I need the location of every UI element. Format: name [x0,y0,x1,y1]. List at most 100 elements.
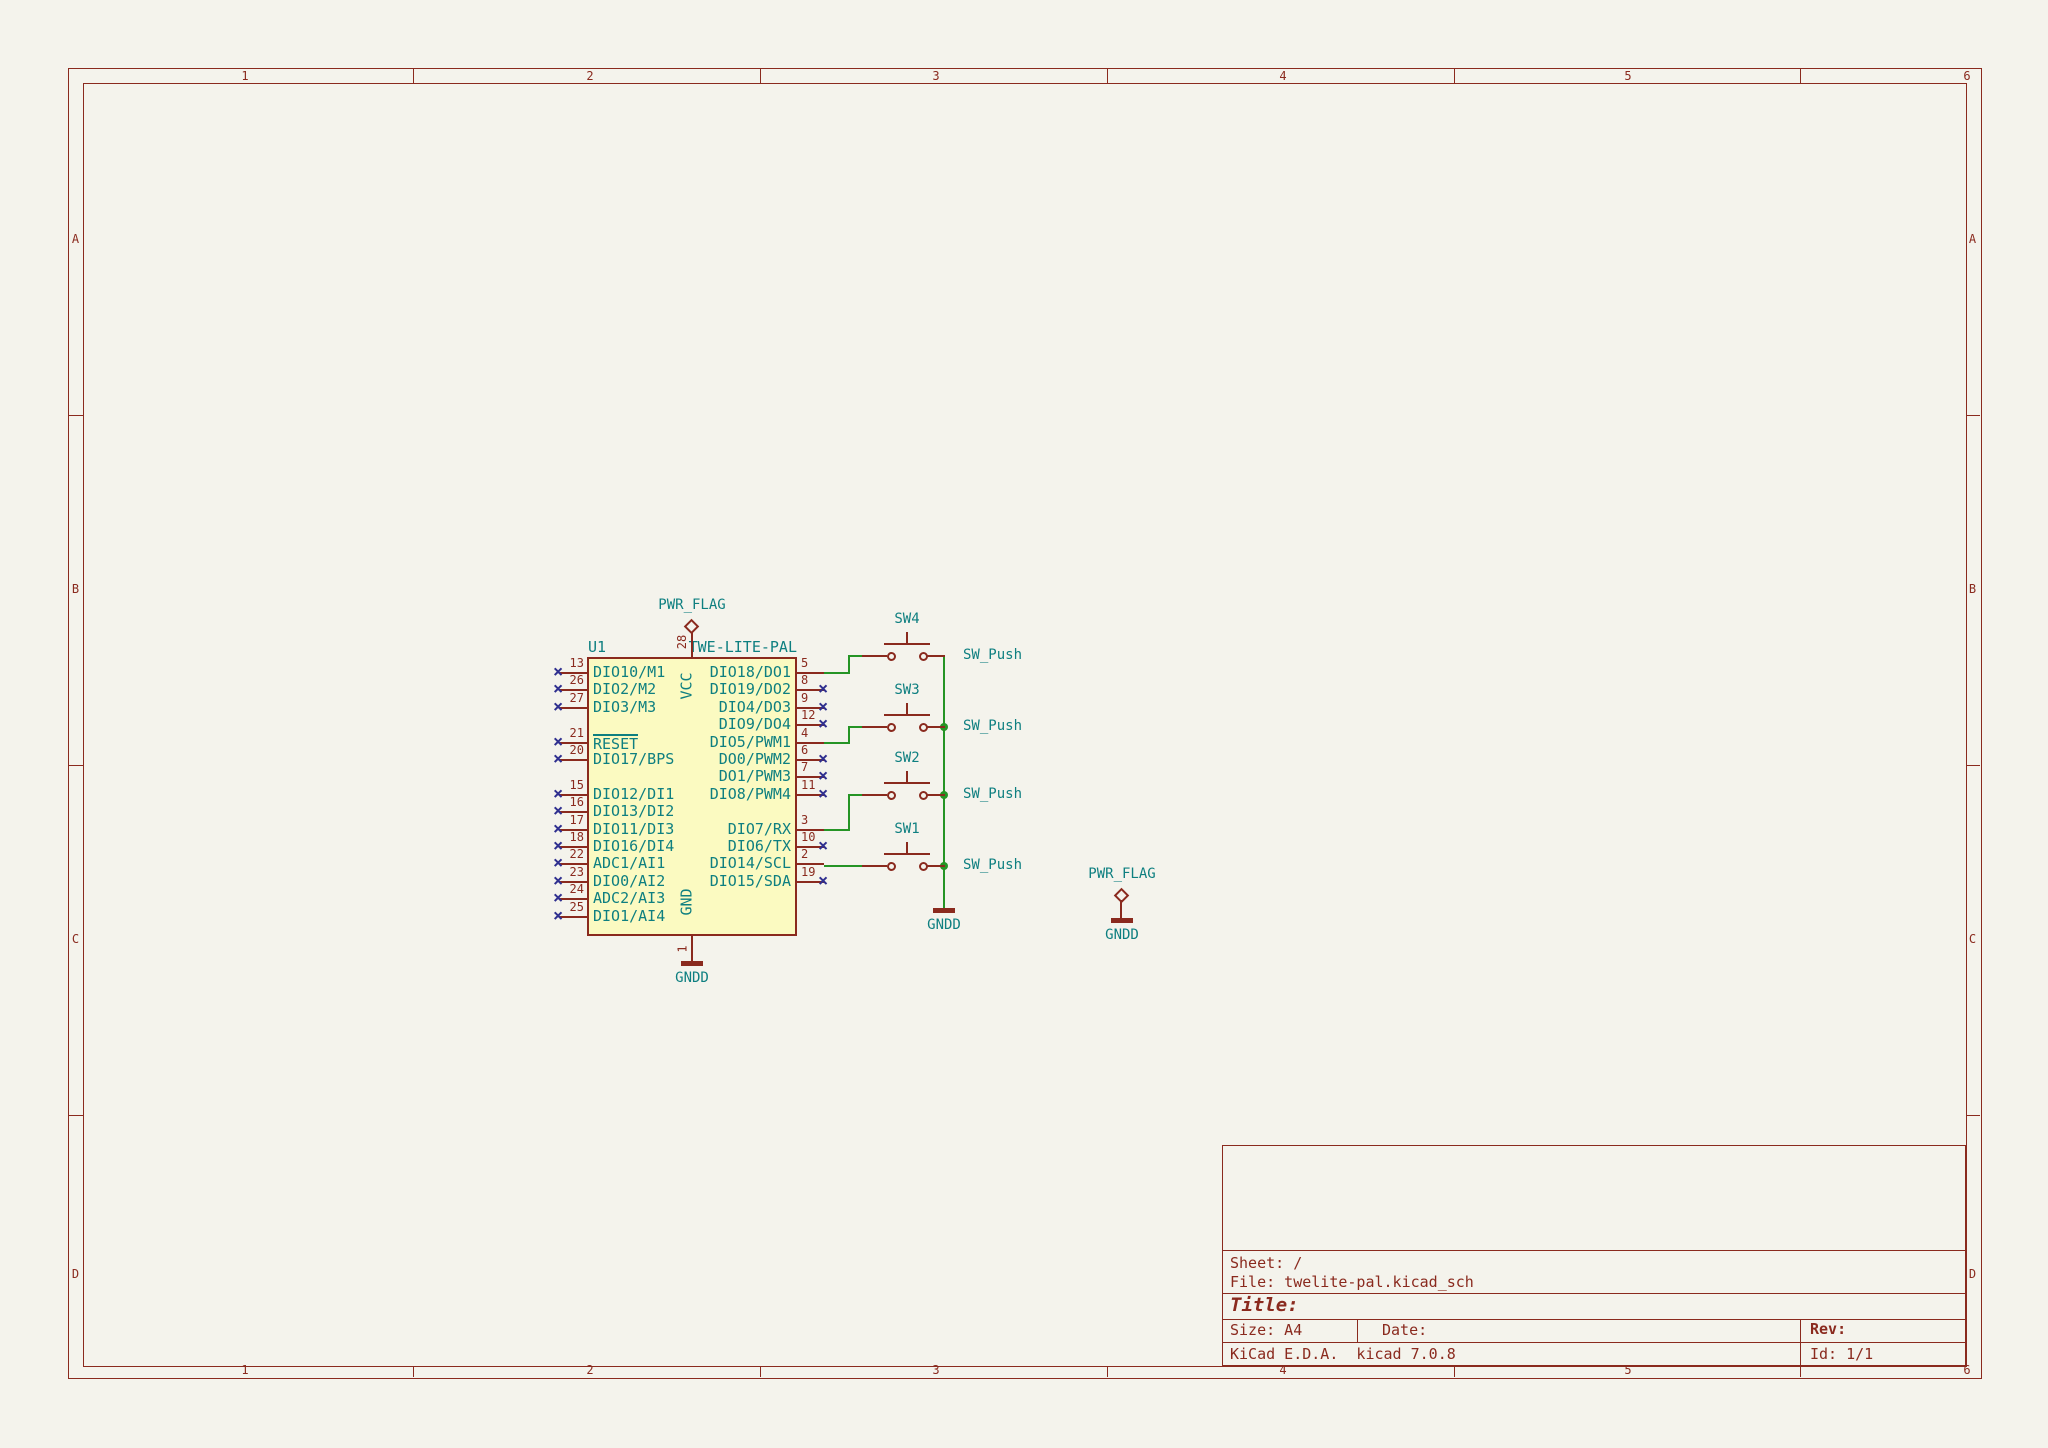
file-field: File: twelite-pal.kicad_sch [1230,1273,1474,1291]
title-block-divider [1222,1250,1965,1251]
wire[interactable] [848,794,862,796]
pin-name: DIO7/RX [727,820,791,838]
pin-stub [797,742,824,744]
pin-number: 20 [569,743,584,757]
pin-name: ADC2/AI3 [593,889,666,907]
pin-name: DIO10/M1 [593,663,666,681]
column-zone-label: 2 [586,1363,594,1377]
pin-stub [560,759,587,761]
zone-tick [1454,1366,1455,1377]
wire[interactable] [824,742,850,744]
no-connect-icon: × [553,836,564,856]
pin-name: DIO4/DO3 [718,698,791,716]
pin-name: DIO2/M2 [593,680,657,698]
gnd-pin-stub[interactable] [691,936,693,962]
wire[interactable] [848,655,862,657]
wire[interactable] [848,794,850,831]
vcc-pin-name: VCC [678,672,696,700]
vcc-pin-number: 28 [674,634,689,650]
wire[interactable] [848,655,850,674]
pin-number: 24 [569,882,584,896]
no-connect-icon: × [553,679,564,699]
pin-stub [797,881,824,883]
switch-actuator-icon [884,714,930,716]
pwr-flag-label[interactable]: PWR_FLAG [658,597,726,613]
sheet-frame-outer [68,68,1982,1379]
switch-value: SW_Push [963,786,1023,802]
no-connect-icon: × [818,836,829,856]
column-zone-label: 6 [1963,1363,1971,1377]
ic-value[interactable]: TWE-LITE-PAL [688,638,797,656]
id-field: Id: 1/1 [1810,1345,1874,1363]
column-zone-label: 3 [932,1363,940,1377]
pin-number: 22 [569,847,584,861]
pin-number: 25 [569,900,584,914]
pin-name: DIO18/DO1 [709,663,791,681]
pin-stub [797,863,824,865]
pin-name: DIO15/SDA [709,872,791,890]
ic-reference[interactable]: U1 [588,638,607,656]
pin-number: 13 [569,656,584,670]
gnd-pin-number: 1 [675,945,690,953]
wire-gnd-bus[interactable] [943,655,945,908]
size-field: Size: A4 [1230,1321,1303,1339]
row-zone-label: A [71,232,80,246]
no-connect-icon: × [553,749,564,769]
gnd-bar-icon [681,961,703,966]
wire[interactable] [848,726,862,728]
pin-stub [560,794,587,796]
wire[interactable] [824,672,850,674]
pin-number: 26 [569,673,584,687]
pin-number: 18 [569,830,584,844]
wire[interactable] [848,726,850,744]
pin-stub [797,724,824,726]
switch-actuator-icon [884,782,930,784]
switch-lead [927,865,945,867]
pin-number: 11 [801,778,816,792]
pin-stub [797,829,824,831]
pin-name: DIO19/DO2 [709,680,791,698]
switch-actuator-icon [884,853,930,855]
pin-stub [560,916,587,918]
row-zone-label: D [1968,1267,1977,1281]
title-field: Title: [1230,1294,1299,1316]
wire[interactable] [824,829,850,831]
ic-symbol-body[interactable] [587,657,797,936]
switch-value: SW_Push [963,857,1023,873]
pin-stub [560,881,587,883]
title-block-divider [1222,1342,1965,1343]
pin-name: DIO12/DI1 [593,785,675,803]
pin-stub [560,829,587,831]
gnd-bar-icon [933,908,955,913]
title-block-divider [1222,1293,1965,1294]
no-connect-icon: × [818,871,829,891]
gnd-label: GNDD [927,917,961,933]
pin-stub [560,742,587,744]
pin-number: 17 [569,813,584,827]
pin-number: 15 [569,778,584,792]
pin-name: DIO14/SCL [709,854,791,872]
title-block [1222,1145,1966,1366]
row-zone-label: B [1968,582,1977,596]
row-zone-label: D [71,1267,80,1281]
no-connect-icon: × [818,784,829,804]
column-zone-label: 5 [1624,1363,1632,1377]
wire[interactable] [824,865,862,867]
rev-field: Rev: [1810,1320,1847,1338]
vcc-pin-stub[interactable] [691,632,693,658]
switch-reference: SW3 [894,682,920,698]
gnd-bar-icon [1111,918,1133,923]
pin-name: DIO9/DO4 [718,715,791,733]
sheet-field: Sheet: / [1230,1254,1303,1272]
switch-actuator-icon [906,632,908,643]
switch-contact-icon [887,862,896,871]
column-zone-label: 3 [932,69,940,83]
switch-lead [862,794,887,796]
pin-number: 7 [801,760,809,774]
pin-stub [560,846,587,848]
pin-number: 10 [801,830,816,844]
no-connect-icon: × [818,697,829,717]
pwr-flag-label[interactable]: PWR_FLAG [1088,866,1156,882]
no-connect-icon: × [818,714,829,734]
column-zone-label: 1 [241,1363,249,1377]
